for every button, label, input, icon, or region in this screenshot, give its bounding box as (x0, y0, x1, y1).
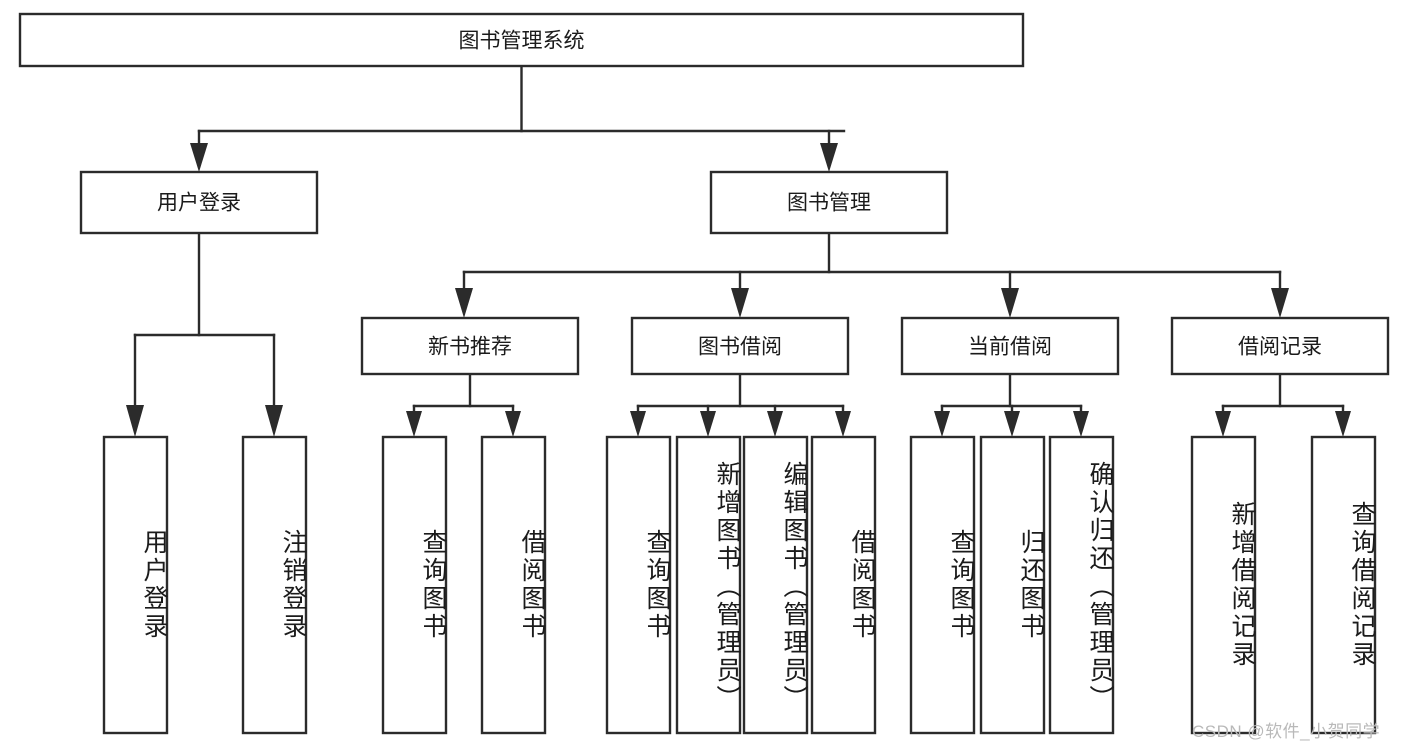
leaf-query-book-3-box[interactable] (909, 435, 976, 735)
leaf-borrow-book-2-box[interactable] (810, 435, 877, 735)
book-manage-label: 图书管理 (787, 192, 871, 215)
arrowhead-leaf-return-book (1004, 411, 1020, 437)
leaf-query-record-box[interactable] (1310, 435, 1377, 735)
arrowhead-leaf-edit-book (767, 411, 783, 437)
node-current-borrow[interactable]: 当前借阅 (900, 316, 1120, 376)
book-borrow-label: 图书借阅 (698, 336, 782, 359)
new-book-recommend-box[interactable] (360, 316, 580, 376)
borrow-record-label: 借阅记录 (1238, 336, 1322, 359)
connectors-group (126, 64, 1351, 437)
current-borrow-label: 当前借阅 (968, 336, 1052, 359)
leaf-borrow-book-1-box[interactable] (480, 435, 547, 735)
arrowhead-user-login (190, 143, 208, 172)
arrowhead-new-book-recommend (455, 288, 473, 318)
borrow-record-box[interactable] (1170, 316, 1390, 376)
user-login-label: 用户登录 (157, 192, 241, 215)
arrowhead-leaf-query-book-2 (630, 411, 646, 437)
leaf-add-book-box[interactable] (675, 435, 742, 735)
node-book-borrow[interactable]: 图书借阅 (630, 316, 850, 376)
arrowhead-current-borrow (1001, 288, 1019, 318)
node-book-manage[interactable]: 图书管理 (709, 170, 949, 235)
arrowhead-leaf-user-login (126, 405, 144, 437)
current-borrow-box[interactable] (900, 316, 1120, 376)
csdn-watermark: CSDN @软件_小贺同学 (1192, 722, 1381, 741)
leaf-logout-box[interactable] (241, 435, 308, 735)
root-label: 图书管理系统 (459, 30, 585, 53)
leaf-query-book-2-box[interactable] (605, 435, 672, 735)
arrowhead-leaf-confirm-return (1073, 411, 1089, 437)
arrowhead-leaf-logout (265, 405, 283, 437)
arrowhead-leaf-add-record (1215, 411, 1231, 437)
arrowhead-book-borrow (731, 288, 749, 318)
book-manage-box[interactable] (709, 170, 949, 235)
node-new-book-recommend[interactable]: 新书推荐 (360, 316, 580, 376)
leaf-edit-book-box[interactable] (742, 435, 809, 735)
leaf-user-login-box[interactable] (102, 435, 169, 735)
leaf-boxes-group (102, 435, 1377, 735)
arrowhead-leaf-query-book-3 (934, 411, 950, 437)
book-borrow-box[interactable] (630, 316, 850, 376)
leaf-confirm-return-box[interactable] (1048, 435, 1115, 735)
node-borrow-record[interactable]: 借阅记录 (1170, 316, 1390, 376)
new-book-recommend-label: 新书推荐 (428, 336, 512, 359)
arrowhead-leaf-query-record (1335, 411, 1351, 437)
arrowhead-borrow-record (1271, 288, 1289, 318)
leaf-add-record-box[interactable] (1190, 435, 1257, 735)
arrowhead-leaf-add-book (700, 411, 716, 437)
leaf-return-book-box[interactable] (979, 435, 1046, 735)
arrowhead-book-manage (820, 143, 838, 172)
node-root[interactable]: 图书管理系统 (18, 12, 1025, 68)
leaf-query-book-1-box[interactable] (381, 435, 448, 735)
arrowhead-leaf-query-book-1 (406, 411, 422, 437)
arrowhead-leaf-borrow-book-1 (505, 411, 521, 437)
user-login-box[interactable] (79, 170, 319, 235)
arrowhead-leaf-borrow-book-2 (835, 411, 851, 437)
node-user-login[interactable]: 用户登录 (79, 170, 319, 235)
root-box[interactable] (18, 12, 1025, 68)
